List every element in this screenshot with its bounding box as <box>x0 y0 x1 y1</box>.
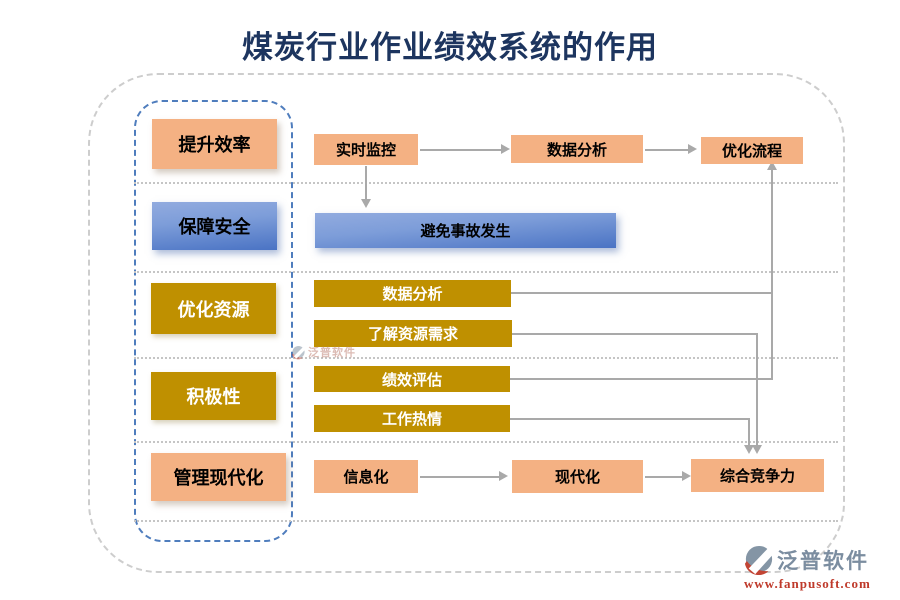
brand-watermark: 泛普软件 www.fanpusoft.com <box>744 545 894 592</box>
arrowhead-right <box>688 144 697 154</box>
connector-enthusiasm-horizontal <box>510 418 750 420</box>
sidebar-item-modernization: 管理现代化 <box>151 453 286 501</box>
connector-resource-needs-horizontal <box>512 333 758 335</box>
page-title: 煤炭行业作业绩效系统的作用 <box>242 30 658 65</box>
node-optimize-process: 优化流程 <box>701 137 803 164</box>
arrowhead-up <box>767 161 777 170</box>
brand-url: www.fanpusoft.com <box>744 576 871 591</box>
node-data-analysis-resources: 数据分析 <box>314 280 511 307</box>
row-separator <box>134 357 838 359</box>
node-comprehensive-competitiveness: 综合竞争力 <box>691 459 824 492</box>
node-data-analysis: 数据分析 <box>511 135 643 163</box>
connector-data-analysis-to-optimize <box>511 292 773 294</box>
connector-enthusiasm-vertical <box>748 418 750 445</box>
sidebar-item-resources: 优化资源 <box>151 283 276 334</box>
node-performance-evaluation: 绩效评估 <box>314 366 510 392</box>
arrowhead-down <box>752 445 762 454</box>
node-realtime-monitoring: 实时监控 <box>314 134 418 165</box>
node-modernization: 现代化 <box>512 460 643 493</box>
node-understand-resource-needs: 了解资源需求 <box>314 320 512 347</box>
sidebar-dashed-border <box>134 100 293 542</box>
row-separator <box>134 271 838 273</box>
watermark-center: 泛普软件 <box>291 344 356 360</box>
sidebar-item-safety: 保障安全 <box>152 202 277 250</box>
watermark-logo-icon <box>291 345 306 359</box>
row-separator <box>134 182 838 184</box>
arrowhead-down <box>361 199 371 208</box>
row-separator <box>134 441 838 443</box>
node-work-enthusiasm: 工作热情 <box>314 405 510 432</box>
arrowhead-right <box>501 144 510 154</box>
connector-monitor-to-analysis <box>420 149 502 151</box>
connector-analysis-to-optimize <box>645 149 690 151</box>
arrowhead-right <box>682 471 691 481</box>
arrowhead-right <box>499 471 508 481</box>
row-separator <box>134 520 838 522</box>
brand-logo-icon <box>744 545 774 575</box>
arrowhead-down <box>744 445 754 454</box>
brand-name: 泛普软件 <box>777 550 869 573</box>
connector-vertical-to-optimize <box>771 169 773 380</box>
watermark-center-text: 泛普软件 <box>308 347 356 359</box>
connector-modern-to-competitiveness <box>645 476 683 478</box>
connector-info-to-modern <box>420 476 500 478</box>
connector-evaluation-to-optimize <box>510 378 773 380</box>
sidebar-item-efficiency: 提升效率 <box>152 119 277 169</box>
connector-resource-needs-vertical <box>756 333 758 445</box>
outer-dashed-border <box>88 73 845 573</box>
sidebar-item-motivation: 积极性 <box>151 372 276 420</box>
connector-monitor-to-avoid-accidents <box>365 166 367 200</box>
node-informatization: 信息化 <box>314 460 418 493</box>
node-avoid-accidents: 避免事故发生 <box>315 213 616 248</box>
